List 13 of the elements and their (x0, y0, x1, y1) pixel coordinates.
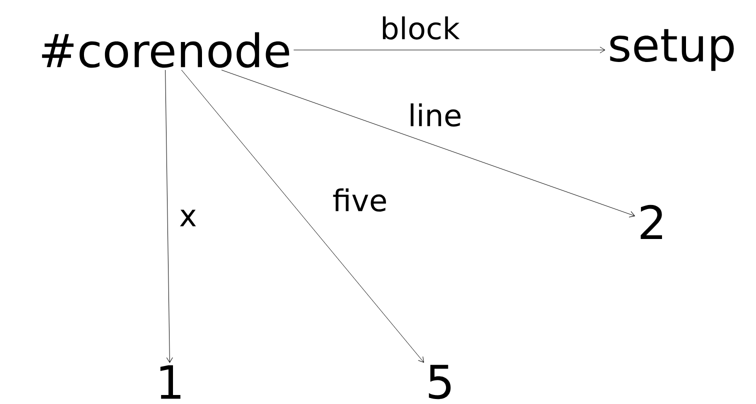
node-label: #corenode (42, 32, 290, 68)
node-label: 2 (640, 204, 662, 240)
arrow (221, 70, 635, 218)
node-label: setup (610, 29, 734, 71)
node-label: 1 (160, 365, 180, 399)
edge-label: block (379, 15, 461, 41)
node-label: 5 (428, 364, 451, 400)
edge-label: x (178, 208, 198, 228)
arrow (181, 70, 424, 363)
arrow (293, 46, 606, 54)
edge-label: line (406, 102, 464, 128)
arrow (165, 70, 173, 363)
edge-label: five (331, 187, 389, 213)
